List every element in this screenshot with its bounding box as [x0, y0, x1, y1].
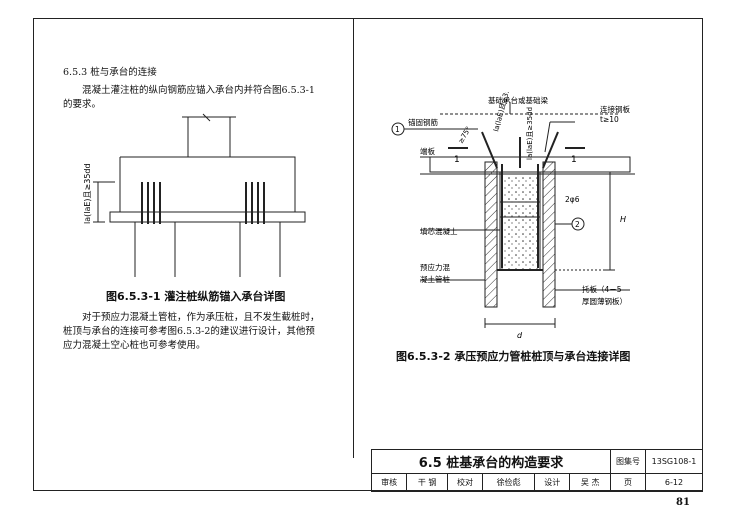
bottom-plate-label-1: 托板（4－5 [582, 284, 622, 294]
paragraph-1-line-1: 混凝土灌注桩的纵向钢筋应锚入承台内并符合图6.5.3-1 [82, 85, 315, 96]
page-number: 81 [676, 497, 690, 508]
reviewer-name: 干 钢 [406, 473, 448, 492]
connecting-plate-label: 连接钢板 [600, 104, 630, 114]
top-label: 基础承台或基础梁 [488, 95, 548, 105]
bottom-plate-label-2: 厚圆薄钢板） [582, 296, 627, 306]
pipe-pile-label-1: 预应力混 [420, 262, 450, 272]
section-mark-right: 1 [571, 155, 577, 165]
figure-2-caption: 图6.5.3-2 承压预应力管桩桩顶与承台连接详图 [396, 350, 631, 363]
section-mark-left: 1 [454, 155, 460, 165]
fill-concrete [499, 171, 541, 271]
marker-1-text: 1 [395, 125, 400, 134]
cap-column-outline [187, 117, 231, 158]
atlas-label: 图集号 [610, 449, 646, 474]
title-block-title: 6.5 桩基承台的构造要求 [371, 449, 611, 474]
review-label: 审核 [370, 473, 408, 492]
figure-6-5-3-1: la(laE)且≥35dd [83, 113, 306, 277]
checker-name: 徐俭彪 [482, 473, 536, 492]
paragraph-1-line-2: 的要求。 [63, 99, 102, 110]
anchor-length-side: la(laE)且≥35dd [526, 107, 534, 160]
fill-concrete-label: 填芯混凝土 [420, 226, 458, 236]
figure-1-caption: 图6.5.3-1 灌注桩纵筋锚入承台详图 [106, 290, 286, 303]
bearing-slab [109, 211, 306, 223]
pipe-wall-left [484, 161, 498, 308]
stirrup-label: 2φ6 [565, 195, 580, 204]
height-label: H [620, 215, 626, 224]
anchor-rebar-label: 锚固钢筋 [408, 117, 438, 127]
diameter-label: d [517, 331, 523, 340]
end-plate-label: 端板 [420, 146, 435, 156]
pipe-pile-label-2: 凝土管桩 [420, 274, 450, 284]
page-label: 页 [610, 473, 646, 492]
column-divider [353, 18, 354, 458]
title-block: 6.5 桩基承台的构造要求 图集号 13SG108-1 审核 干 钢 校对 徐俭… [370, 449, 703, 492]
figure-6-5-3-2: 基础承台或基础梁 1 2 锚固钢筋 连接钢板 t≥10 端板 1 1 ≥75° … [391, 92, 635, 340]
paragraph-2-line-1: 对于预应力混凝土管桩，作为承压桩，且不发生截桩时， [82, 312, 320, 323]
design-label: 设计 [534, 473, 571, 492]
page-reference: 6-12 [645, 473, 703, 492]
section-heading: 6.5.3 桩与承台的连接 [63, 67, 157, 78]
anchor-length-label: la(laE)且≥35dd [83, 163, 92, 224]
marker-2-text: 2 [575, 220, 580, 229]
pipe-wall-right [542, 161, 556, 308]
paragraph-2-line-3: 应力混凝土空心桩也可参考使用。 [63, 340, 206, 351]
atlas-number: 13SG108-1 [645, 449, 703, 474]
check-label: 校对 [446, 473, 484, 492]
drawing-frame [33, 18, 703, 491]
designer-name: 吴 杰 [569, 473, 611, 492]
angle-label: ≥75° [457, 125, 473, 145]
plate-thickness-label: t≥10 [600, 115, 619, 124]
paragraph-2-line-2: 桩顶与承台的连接可参考图6.5.3-2的建议进行设计，其他预 [63, 326, 315, 337]
